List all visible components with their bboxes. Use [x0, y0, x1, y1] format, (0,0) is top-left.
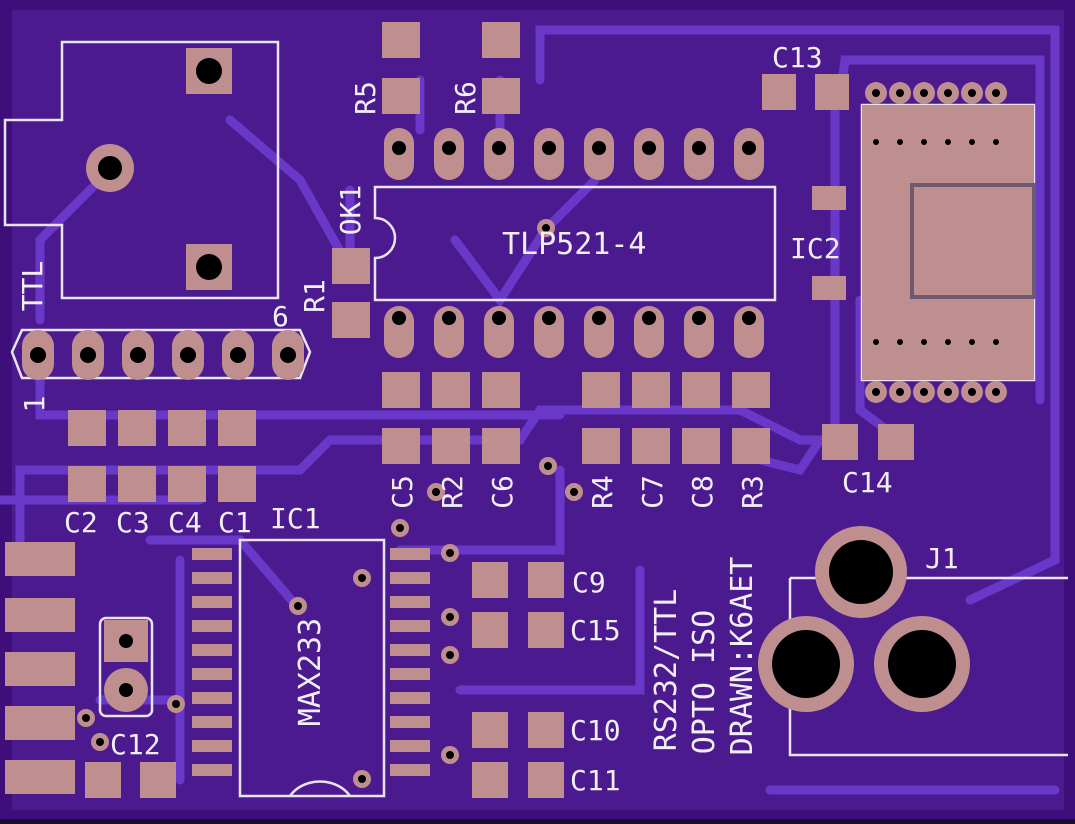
label-c15: C15	[570, 614, 621, 647]
label-r2: R2	[436, 475, 469, 509]
label-max233: MAX233	[293, 618, 328, 726]
label-c11: C11	[570, 764, 621, 797]
dc-jack	[758, 526, 970, 712]
label-c12: C12	[110, 728, 161, 761]
smd-pads	[5, 22, 914, 798]
label-pin6: 6	[272, 300, 289, 333]
label-ok1: OK1	[334, 185, 367, 236]
silk-labels: R5 R6 C13 OK1 TLP521-4 IC2 TTL 6 R1 1 C5…	[16, 41, 959, 797]
label-r3: R3	[736, 475, 769, 509]
label-c10: C10	[570, 714, 621, 747]
regulator-outline	[3, 40, 280, 300]
label-c5: C5	[386, 475, 419, 509]
label-c1: C1	[218, 506, 252, 539]
board-note-line1: RS232/TTL	[649, 589, 684, 752]
label-tlp521: TLP521-4	[502, 227, 647, 262]
label-c7: C7	[636, 475, 669, 509]
label-c4: C4	[168, 506, 202, 539]
label-c8: C8	[686, 475, 719, 509]
ic2-body	[862, 105, 1036, 380]
label-c2: C2	[64, 506, 98, 539]
board-note-line3: DRAWN:K6AET	[725, 557, 760, 756]
label-r5: R5	[349, 81, 382, 115]
max233-notch	[288, 780, 352, 797]
label-ttl: TTL	[16, 261, 49, 312]
label-r4: R4	[586, 475, 619, 509]
max233-outline	[238, 538, 386, 798]
label-r6: R6	[449, 81, 482, 115]
label-ic2: IC2	[790, 232, 841, 265]
label-ic1: IC1	[270, 502, 321, 535]
drill-holes	[30, 58, 756, 697]
ic2-pins	[865, 82, 1007, 403]
label-j1: J1	[925, 542, 959, 575]
label-c3: C3	[116, 506, 150, 539]
label-c6: C6	[486, 475, 519, 509]
tlp521-outline	[373, 185, 777, 302]
label-r1: R1	[298, 279, 331, 313]
board-note-line2: OPTO ISO	[687, 610, 722, 755]
vias	[77, 219, 583, 788]
label-pin1: 1	[18, 396, 51, 413]
jumper-outline	[98, 616, 154, 718]
ttl-header-outline	[10, 328, 312, 380]
label-c9: C9	[572, 566, 606, 599]
label-c14: C14	[842, 466, 893, 499]
label-c13: C13	[772, 41, 823, 74]
